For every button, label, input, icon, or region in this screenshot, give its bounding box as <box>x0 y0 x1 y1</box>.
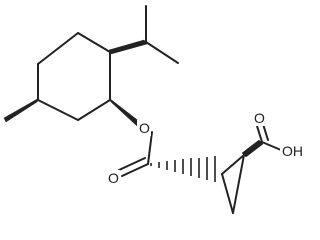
hydroxyl-label: OH <box>282 143 303 159</box>
ring-bond <box>77 99 111 121</box>
wedge-bond <box>108 39 148 55</box>
ring-bond <box>221 154 245 175</box>
carbonyl-bond <box>118 157 146 171</box>
cyclopropane-ring <box>221 154 245 214</box>
ester-carbonyl-oxygen-label: O <box>108 170 119 186</box>
wedge-bond <box>3 97 40 123</box>
hashed-bond <box>150 156 216 182</box>
carbonyl-bond <box>262 123 269 141</box>
carboxylic-acid-group <box>241 123 282 158</box>
methyl-group <box>3 97 40 123</box>
carbonyl-bond <box>256 125 263 143</box>
chemical-structure: O O O OH <box>3 5 304 214</box>
atom-labels: O O O OH <box>106 110 304 186</box>
ring-bond <box>77 32 111 53</box>
wedge-bond <box>108 97 141 127</box>
isopropyl-bond <box>145 41 179 64</box>
o-c-bond <box>147 131 153 165</box>
ester-linkage <box>108 97 153 177</box>
c-oh-bond <box>261 141 282 151</box>
ring-bond <box>232 154 245 214</box>
ring-bond <box>221 173 234 214</box>
isopropyl-group <box>108 5 179 64</box>
ring-bond <box>37 99 79 121</box>
wedge-bond <box>241 139 264 158</box>
cyclohexane-ring <box>37 32 111 121</box>
acid-carbonyl-oxygen-label: O <box>254 110 265 126</box>
ester-oxygen-label: O <box>139 120 150 136</box>
carbonyl-bond <box>121 163 149 177</box>
ring-bond <box>37 32 79 65</box>
